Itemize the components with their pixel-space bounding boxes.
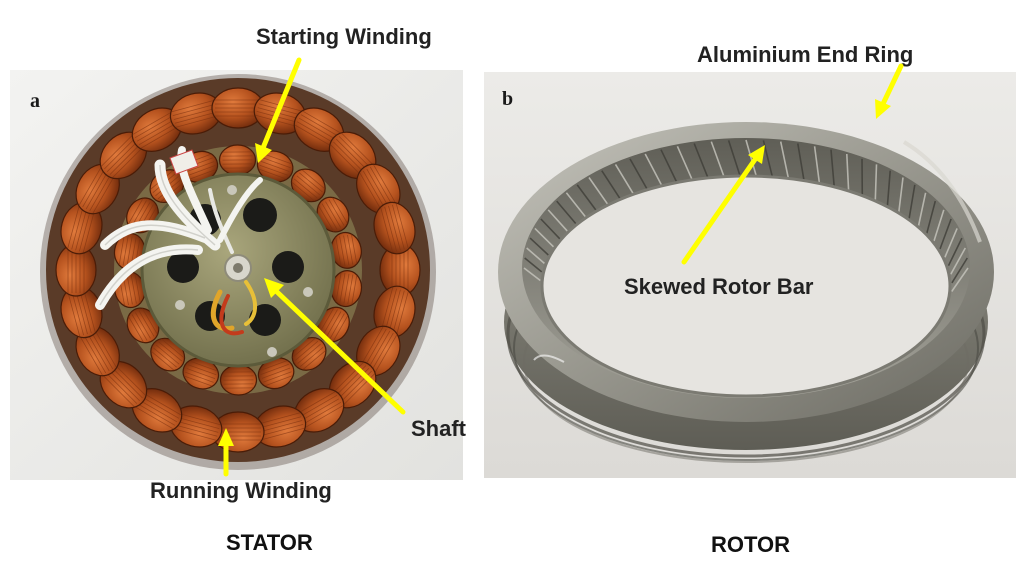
shaft-label: Shaft bbox=[411, 416, 466, 441]
stator-photo bbox=[10, 70, 463, 480]
aluminium-end-ring-label: Aluminium End Ring bbox=[697, 42, 914, 67]
rotor-photo bbox=[484, 72, 1016, 478]
running-winding-label: Running Winding bbox=[150, 478, 332, 503]
skewed-rotor-bar-label: Skewed Rotor Bar bbox=[624, 274, 814, 299]
rotor-caption: ROTOR bbox=[711, 532, 791, 557]
panel-label-b: b bbox=[502, 88, 514, 110]
panel-label-a: a bbox=[30, 90, 40, 112]
stator-caption: STATOR bbox=[226, 530, 313, 555]
starting-winding-label: Starting Winding bbox=[256, 24, 432, 49]
